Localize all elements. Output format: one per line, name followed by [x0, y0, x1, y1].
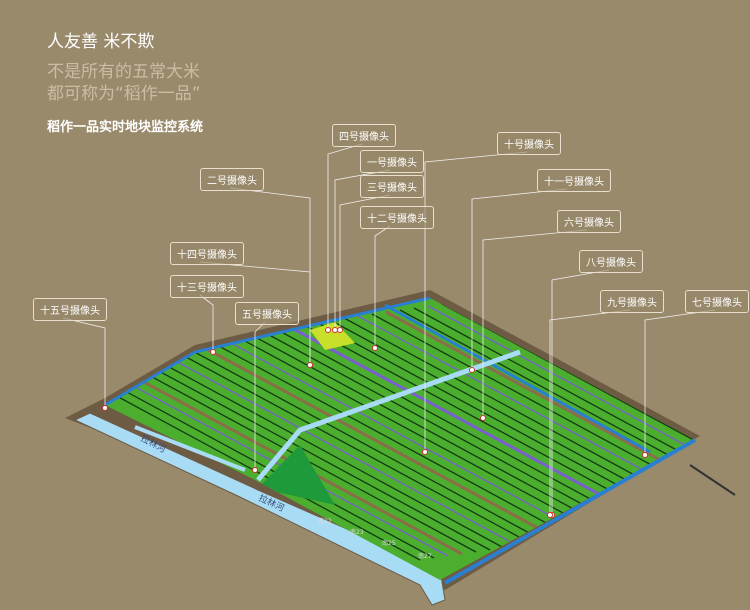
camera-marker-icon[interactable] — [469, 367, 475, 373]
field-row-line — [399, 309, 695, 511]
field-row-line — [427, 305, 695, 507]
camera-leader-line — [549, 309, 631, 515]
camera-label-cam4[interactable]: 四号摄像头 — [332, 124, 396, 147]
system-title: 稻作一品实时地块监控系统 — [47, 120, 204, 135]
canal-right — [384, 303, 651, 454]
camera-label-cam1[interactable]: 一号摄像头 — [360, 150, 424, 173]
side-ditch — [134, 425, 246, 472]
field-row-line — [119, 349, 491, 551]
camera-label-cam7[interactable]: 七号摄像头 — [685, 290, 749, 313]
camera-label-cam14[interactable]: 十四号摄像头 — [170, 242, 244, 265]
camera-leader-line — [199, 261, 311, 365]
camera-leader-line — [644, 309, 716, 455]
camera-label-cam11[interactable]: 十一号摄像头 — [537, 169, 611, 192]
camera-leader-line — [551, 269, 610, 515]
camera-marker-icon[interactable] — [547, 512, 553, 518]
camera-label-cam3[interactable]: 三号摄像头 — [360, 175, 424, 198]
camera-marker-icon[interactable] — [102, 405, 108, 411]
camera-label-cam5[interactable]: 五号摄像头 — [235, 302, 299, 325]
field-row-line — [231, 333, 603, 535]
field-row-line — [273, 327, 645, 529]
camera-marker-icon[interactable] — [372, 345, 378, 351]
field-row-line — [203, 337, 575, 539]
camera-label-cam13[interactable]: 十三号摄像头 — [170, 275, 244, 298]
camera-leader-line — [424, 151, 528, 452]
camera-label-cam2[interactable]: 二号摄像头 — [200, 168, 264, 191]
field-row-line — [147, 345, 519, 547]
field-row-line — [133, 347, 505, 549]
main-ditch — [256, 349, 521, 482]
camera-leader-line — [471, 188, 568, 370]
camera-leader-line — [334, 169, 391, 330]
canal-top — [104, 296, 431, 407]
field-row-line — [217, 335, 589, 537]
camera-leader-line — [254, 321, 266, 470]
camera-label-cam8[interactable]: 八号摄像头 — [579, 250, 643, 273]
road-label: 南23 — [350, 528, 364, 536]
road-out — [689, 464, 736, 496]
field-row-line — [287, 324, 659, 528]
road-label: 南25 — [382, 539, 396, 547]
camera-label-cam9[interactable]: 九号摄像头 — [600, 290, 664, 313]
camera-marker-icon[interactable] — [252, 467, 258, 473]
field-row-line — [413, 307, 695, 509]
river — [73, 412, 446, 606]
tagline-1: 不是所有的五常大米 — [47, 62, 200, 82]
camera-marker-icon[interactable] — [337, 327, 343, 333]
field — [105, 298, 695, 580]
camera-label-cam10[interactable]: 十号摄像头 — [497, 132, 561, 155]
road-label: 南22 — [318, 517, 332, 525]
camera-marker-icon[interactable] — [642, 452, 648, 458]
canal-bottom — [444, 438, 696, 585]
camera-leader-line — [374, 225, 391, 348]
slogan: 人友善 米不欺 — [47, 32, 155, 52]
field-row-line — [105, 351, 477, 553]
camera-leader-line — [482, 229, 588, 418]
highlight-plot — [310, 322, 355, 350]
camera-marker-icon[interactable] — [332, 327, 338, 333]
field-row-line — [189, 338, 561, 542]
field-row-line — [175, 341, 547, 543]
camera-marker-icon[interactable] — [210, 349, 216, 355]
camera-label-cam6[interactable]: 六号摄像头 — [557, 210, 621, 233]
field-row-line — [259, 329, 631, 531]
road-label: 南27 — [418, 552, 432, 560]
camera-leader-line — [327, 143, 363, 330]
camera-marker-icon[interactable] — [307, 362, 313, 368]
field-row-line — [105, 355, 449, 557]
camera-marker-icon[interactable] — [325, 327, 331, 333]
field-row-line — [161, 343, 533, 545]
camera-marker-icon[interactable] — [422, 449, 428, 455]
camera-leader-line — [339, 194, 391, 330]
camera-label-cam15[interactable]: 十五号摄像头 — [33, 298, 107, 321]
dark-field-triangle — [258, 445, 335, 505]
camera-marker-icon[interactable] — [480, 415, 486, 421]
camera-leader-line — [199, 294, 214, 352]
camera-label-cam12[interactable]: 十二号摄像头 — [360, 206, 434, 229]
tagline-2: 都可称为“稻作一品” — [47, 84, 201, 104]
camera-leader-line — [62, 317, 106, 408]
